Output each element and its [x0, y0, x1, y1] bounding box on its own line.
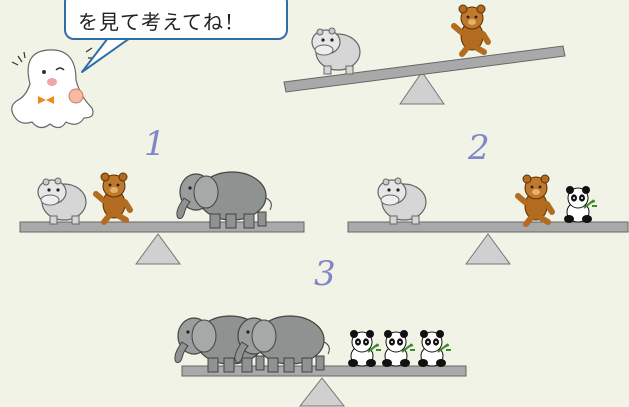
seesaw-3: [174, 315, 467, 407]
hippo-icon: [37, 177, 87, 225]
seesaw-2: [347, 175, 629, 265]
bear-icon: [454, 5, 488, 54]
seesaw-top: [283, 5, 566, 105]
bubble-tail: [81, 37, 131, 73]
problem-number-3: 3: [314, 254, 336, 294]
panda-icon: [381, 329, 416, 368]
bear-icon: [518, 175, 552, 224]
hippo-icon: [311, 27, 361, 75]
ghost-mascot-icon: [11, 47, 94, 129]
speech-bubble: [64, 0, 288, 40]
seesaw-icon: [465, 233, 511, 265]
problem-number-1: 1: [144, 124, 166, 164]
bear-icon: [96, 173, 130, 222]
seesaw-icon: [135, 233, 181, 265]
seesaw-1: [19, 171, 305, 265]
speech-bubble-text: を見て考えてね！: [78, 10, 245, 34]
seesaw-icon: [399, 71, 445, 105]
elephant-icon: [176, 171, 272, 229]
panda-icon: [347, 329, 382, 368]
problem-number-2: 2: [468, 128, 490, 168]
seesaw-icon: [298, 377, 346, 407]
hippo-icon: [377, 177, 427, 225]
panda-icon: [563, 185, 598, 224]
panda-icon: [417, 329, 452, 368]
